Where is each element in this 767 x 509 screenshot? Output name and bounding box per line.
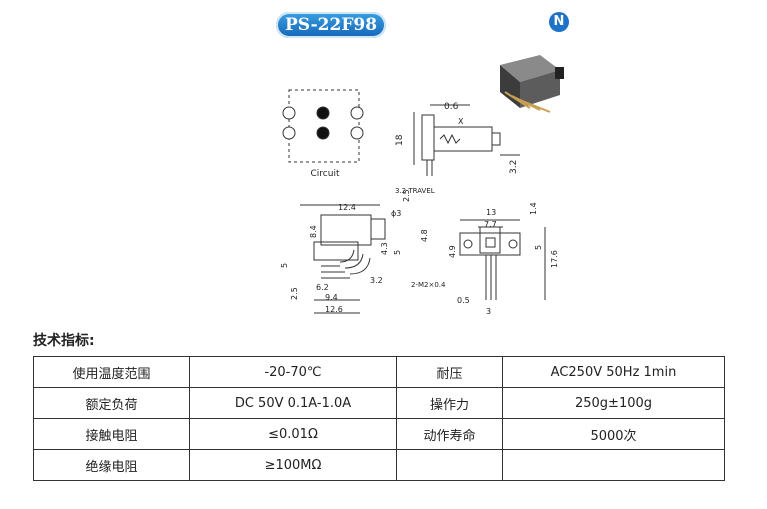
spec-label: 操作力: [396, 387, 503, 419]
dim-label: 3: [486, 307, 491, 316]
table-row: 绝缘电阻 ≥100MΩ: [33, 449, 725, 481]
circuit-label: Circuit: [311, 169, 340, 179]
spec-value: AC250V 50Hz 1min: [502, 356, 725, 388]
technical-drawings: Circuit 0.6 X 18 3.2 3.2 TRAVEL 12.4 ϕ3 …: [280, 55, 564, 316]
dim-label: 5: [280, 263, 289, 268]
dim-label: ϕ3: [391, 209, 401, 218]
dim-label: 0.6: [444, 102, 459, 112]
spec-label: 接触电阻: [33, 418, 190, 450]
dim-label: 4.3: [380, 242, 389, 255]
side-view-drawing: [413, 104, 520, 176]
dim-label: 6.2: [316, 283, 329, 292]
spec-label: 耐压: [396, 356, 503, 388]
spec-value: 5000次: [502, 418, 725, 450]
dim-label: 3.2: [370, 276, 383, 285]
dim-label: 4.8: [420, 229, 429, 242]
model-title-badge: PS-22F98: [276, 12, 386, 38]
dim-label: 12.6: [325, 305, 343, 314]
product-photo: [500, 55, 564, 113]
dim-label: 5: [534, 245, 543, 250]
dim-label: 13: [486, 208, 496, 217]
dim-label: X: [458, 117, 464, 126]
dim-label: 4.9: [448, 245, 457, 258]
dim-label: 2.5: [402, 189, 411, 202]
dim-label: 2.5: [290, 287, 299, 300]
dim-label: 8.4: [309, 225, 318, 238]
brand-logo-icon: N: [549, 12, 569, 32]
dim-label: 5: [393, 250, 402, 255]
dim-label: 3.2 TRAVEL: [395, 187, 435, 195]
spec-value: 250g±100g: [502, 387, 725, 419]
dim-label: 2-M2×0.4: [411, 281, 446, 289]
spec-label: [396, 449, 503, 481]
spec-value: [502, 449, 725, 481]
spec-label: 额定负荷: [33, 387, 190, 419]
spec-label: 使用温度范围: [33, 356, 190, 388]
spec-value: ≥100MΩ: [189, 449, 397, 481]
dim-label: 12.4: [338, 203, 356, 212]
dim-label: 7.7: [484, 220, 497, 229]
dim-label: 1.4: [529, 202, 538, 215]
spec-label: 动作寿命: [396, 418, 503, 450]
table-row: 使用温度范围 -20-70℃ 耐压 AC250V 50Hz 1min: [33, 356, 725, 388]
table-row: 接触电阻 ≤0.01Ω 动作寿命 5000次: [33, 418, 725, 450]
dim-label: 17.6: [550, 250, 559, 268]
spec-value: ≤0.01Ω: [189, 418, 397, 450]
front-view-drawing: [300, 204, 386, 314]
spec-table: 使用温度范围 -20-70℃ 耐压 AC250V 50Hz 1min 额定负荷 …: [33, 356, 725, 481]
spec-label: 绝缘电阻: [33, 449, 190, 481]
dim-label: 3.2: [509, 160, 519, 174]
end-view-drawing: [459, 219, 546, 300]
circuit-diagram: [282, 89, 364, 163]
spec-value: DC 50V 0.1A-1.0A: [189, 387, 397, 419]
dim-label: 9.4: [325, 293, 338, 302]
spec-heading: 技术指标:: [33, 333, 95, 349]
dim-label: 0.5: [457, 296, 470, 305]
spec-value: -20-70℃: [189, 356, 397, 388]
dim-label: 18: [395, 134, 405, 146]
table-row: 额定负荷 DC 50V 0.1A-1.0A 操作力 250g±100g: [33, 387, 725, 419]
